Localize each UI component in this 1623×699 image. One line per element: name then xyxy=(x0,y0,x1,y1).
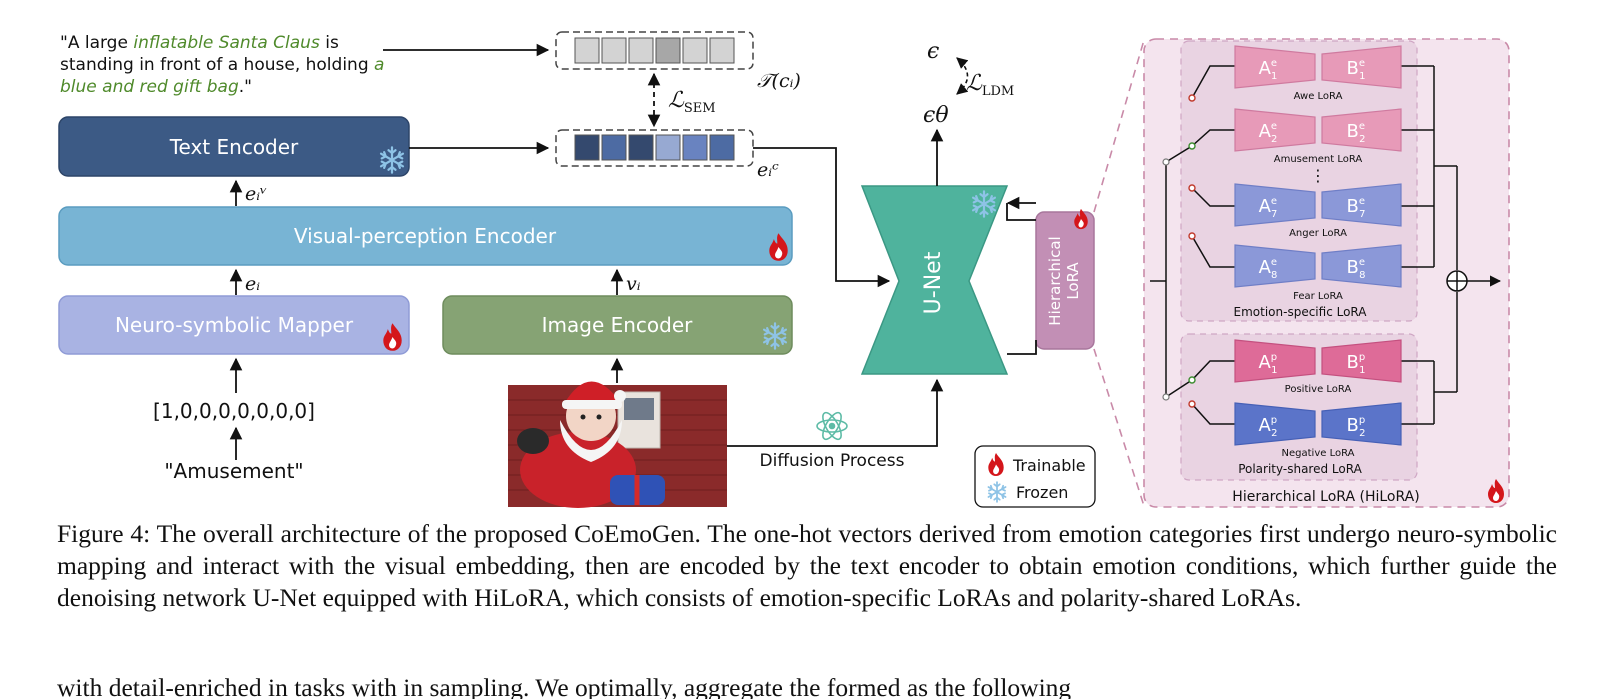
svg-text:Be7: Be7 xyxy=(1347,196,1366,220)
svg-text:Ap1: Ap1 xyxy=(1258,352,1277,376)
diffusion-arrow xyxy=(727,378,944,447)
zoom-line-top xyxy=(1093,39,1145,213)
visual-encoder-label: Visual-perception Encoder xyxy=(294,224,557,248)
legend-box xyxy=(974,445,1096,508)
prompt-line-3: blue and red gift bag." xyxy=(60,77,252,97)
svg-text:Ae8: Ae8 xyxy=(1259,257,1278,281)
semantic-embedding-box xyxy=(555,31,754,70)
svg-text:Ae2: Ae2 xyxy=(1259,121,1278,145)
lora-amusement-label: Amusement LoRA xyxy=(1274,154,1363,165)
hierarchical-lora-label-2: LoRA xyxy=(1064,262,1082,300)
visual-encoder-block xyxy=(58,206,793,266)
emotion-group-label: Emotion-specific LoRA xyxy=(1234,305,1368,319)
epsilon-theta: ϵθ xyxy=(923,103,949,128)
image-encoder-block xyxy=(442,295,793,355)
body-text-cutoff: with detail-enriched in tasks with in sa… xyxy=(57,673,1072,699)
one-hot-vector: [1,0,0,0,0,0,0,0] xyxy=(153,399,315,423)
text-encoder-block xyxy=(58,116,410,177)
prompt-line-1: "A large inflatable Santa Claus is xyxy=(60,33,339,53)
unet-label: U-Net xyxy=(921,251,946,314)
ldm-arrow xyxy=(956,57,969,95)
hierarchical-lora-label-1: Hierarchical xyxy=(1046,236,1064,325)
figure-caption: Figure 4: The overall architecture of th… xyxy=(57,519,1557,612)
vi-label: vᵢ xyxy=(626,273,641,295)
eic-label: eᵢᶜ xyxy=(757,159,779,181)
prompt-line-2: standing in front of a house, holding a xyxy=(60,55,384,75)
hilora-routing xyxy=(1150,65,1458,425)
zoom-line-bottom xyxy=(1093,348,1145,507)
lora-ellipsis: ⋮ xyxy=(1310,166,1326,185)
santa-image xyxy=(508,381,727,508)
polarity-group-label: Polarity-shared LoRA xyxy=(1238,462,1362,476)
mapper-block xyxy=(58,295,410,355)
lsem-label: ℒSEM xyxy=(668,88,716,116)
emotion-condition-box xyxy=(555,129,754,167)
unet-block xyxy=(860,185,1009,375)
svg-text:Ae1: Ae1 xyxy=(1259,58,1278,82)
lora-awe-label: Awe LoRA xyxy=(1294,91,1343,102)
condition-to-unet-arrow xyxy=(753,147,891,288)
legend-trainable: Trainable xyxy=(1012,456,1086,475)
architecture-diagram: "A large inflatable Santa Claus is stand… xyxy=(58,31,1510,508)
lldm-label: ℒLDM xyxy=(966,71,1014,99)
atom-icon xyxy=(816,411,848,441)
hilora-title: Hierarchical LoRA (HiLoRA) xyxy=(1232,489,1419,505)
hierarchical-lora-block xyxy=(1035,211,1095,350)
unet-to-lora-line xyxy=(1007,340,1037,355)
svg-text:Be1: Be1 xyxy=(1347,58,1366,82)
mapper-label: Neuro-symbolic Mapper xyxy=(115,313,354,337)
emotion-word: "Amusement" xyxy=(164,459,303,483)
lora-anger-label: Anger LoRA xyxy=(1289,228,1347,239)
svg-text:Ap2: Ap2 xyxy=(1258,415,1277,439)
sum-node-icon xyxy=(1446,270,1468,292)
image-encoder-label: Image Encoder xyxy=(542,313,694,337)
text-encoder-label: Text Encoder xyxy=(169,135,299,159)
legend-frozen: Frozen xyxy=(1016,483,1068,502)
diffusion-label: Diffusion Process xyxy=(760,451,905,471)
tc-label: 𝒯(cᵢ) xyxy=(757,70,801,92)
svg-text:Bp2: Bp2 xyxy=(1346,415,1365,439)
lora-to-unet-line xyxy=(1006,203,1036,221)
lora-positive-label: Positive LoRA xyxy=(1285,384,1352,395)
svg-text:Bp1: Bp1 xyxy=(1346,352,1365,376)
svg-text:Ae7: Ae7 xyxy=(1259,196,1278,220)
epsilon: ϵ xyxy=(927,39,939,64)
svg-text:Be2: Be2 xyxy=(1347,121,1366,145)
lora-negative-label: Negative LoRA xyxy=(1282,448,1355,459)
ei-label: eᵢ xyxy=(245,273,260,295)
switch-dots xyxy=(1162,94,1196,408)
svg-text:Be8: Be8 xyxy=(1347,257,1366,281)
lora-fear-label: Fear LoRA xyxy=(1293,291,1343,302)
eiv-label: eᵢᵛ xyxy=(245,183,267,205)
